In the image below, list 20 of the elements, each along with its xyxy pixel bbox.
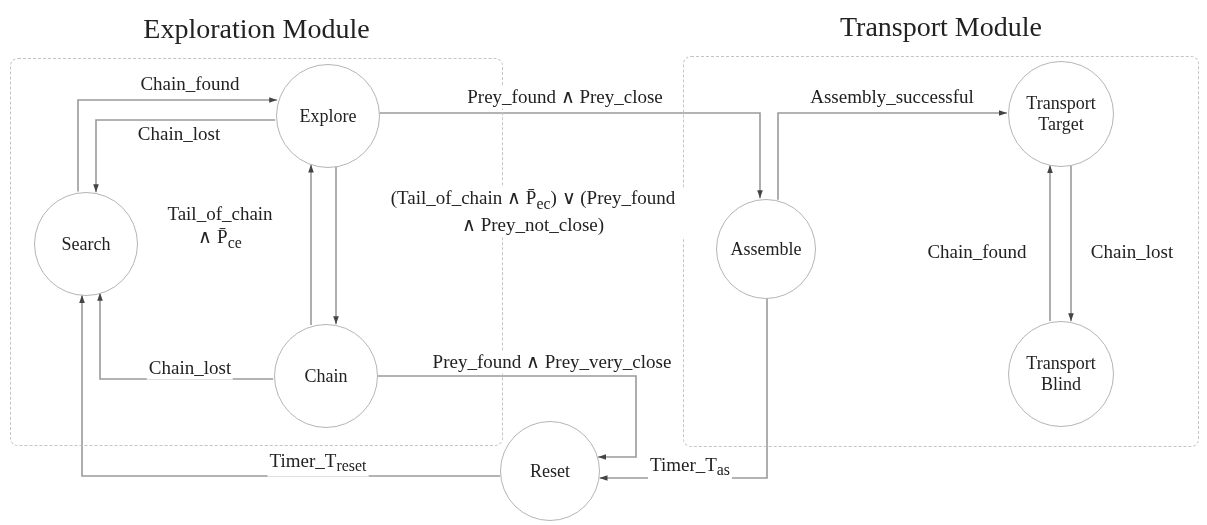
transition-arrow xyxy=(1068,164,1074,322)
state-label: Transport Target xyxy=(1025,93,1097,135)
state-label: Transport Blind xyxy=(1025,353,1097,395)
edge-label: Prey_found ∧ Prey_close xyxy=(465,85,665,109)
transition-arrow xyxy=(1047,164,1053,322)
transition-arrow xyxy=(308,163,314,326)
state-label: Assemble xyxy=(730,238,802,260)
transition-arrow xyxy=(333,165,339,325)
transition-arrow xyxy=(378,112,763,200)
module-title: Transport Module xyxy=(839,11,1043,43)
transition-arrow xyxy=(777,110,1008,201)
transition-arrow xyxy=(376,375,637,460)
transition-arrow xyxy=(77,97,278,193)
transition-arrow xyxy=(93,119,276,193)
edge-label: Prey_found ∧ Prey_very_close xyxy=(430,350,674,374)
state-label: Search xyxy=(61,233,111,255)
state-label: Reset xyxy=(530,460,570,482)
module-title: Exploration Module xyxy=(142,13,371,45)
state-label: Explore xyxy=(299,105,357,127)
state-label: Chain xyxy=(304,365,348,387)
